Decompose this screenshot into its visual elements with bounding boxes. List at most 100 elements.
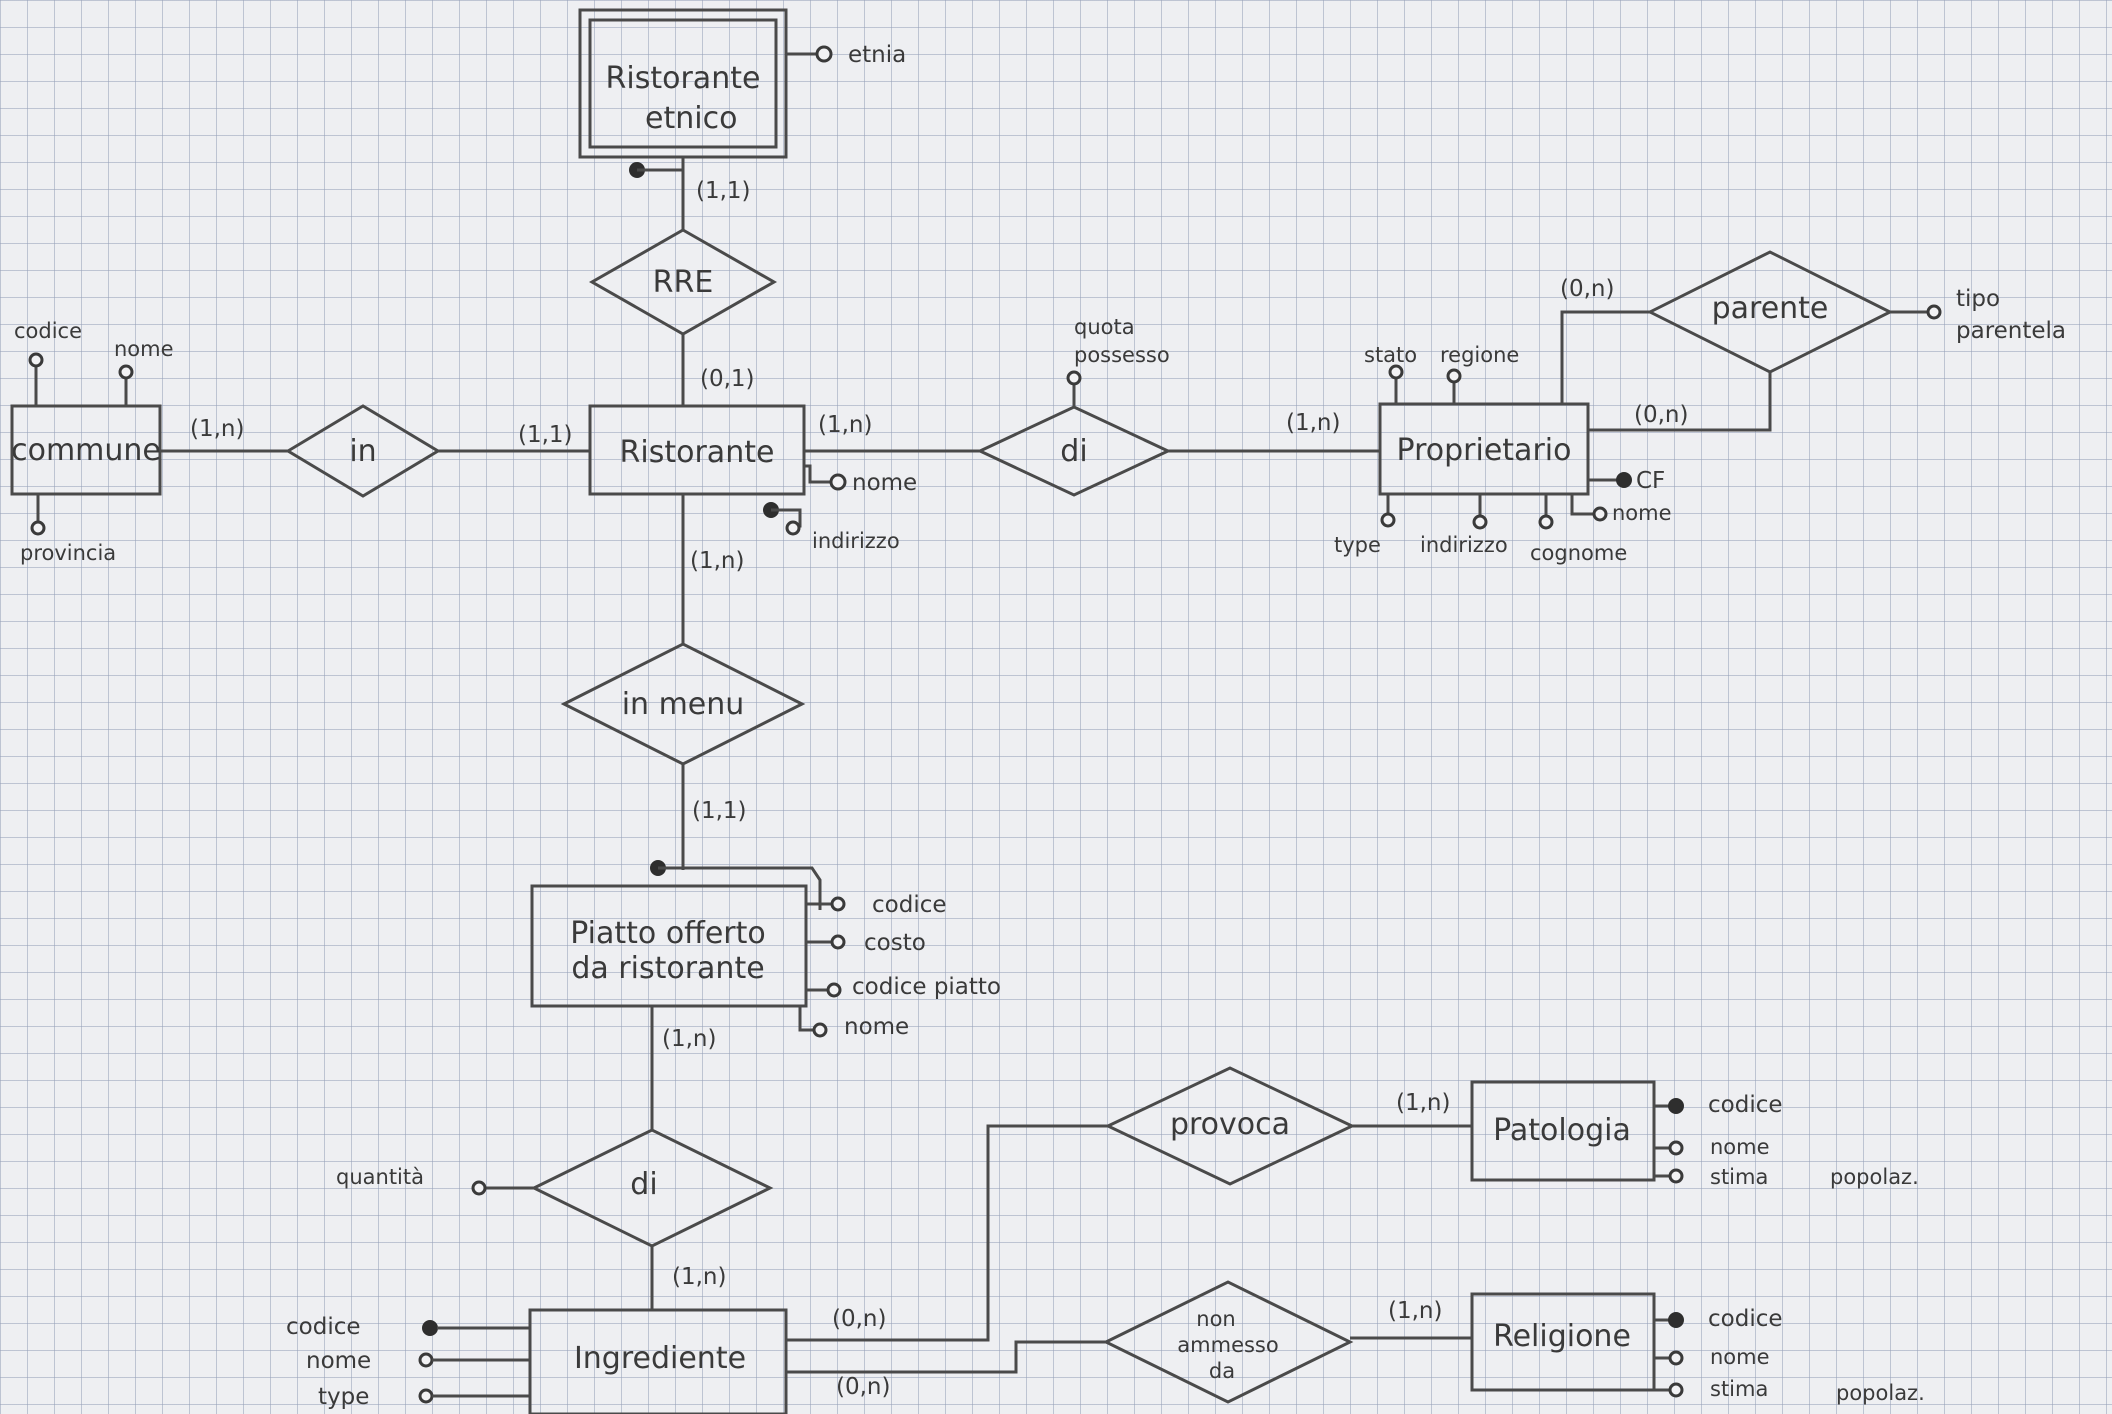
card-parente-right: (0,n) <box>1634 402 1688 428</box>
card-religione-non-ammesso: (1,n) <box>1388 1298 1442 1324</box>
svg-text:Piatto offerto: Piatto offerto <box>570 916 766 951</box>
attribute-ingr-codice: codice <box>286 1314 530 1340</box>
svg-text:Ristorante: Ristorante <box>606 61 761 96</box>
svg-text:nome: nome <box>844 1014 909 1040</box>
attribute-comune-codice: codice <box>14 319 82 406</box>
svg-text:provoca: provoca <box>1170 1107 1290 1142</box>
card-ristorante-in: (1,1) <box>518 422 573 448</box>
svg-text:type: type <box>1334 533 1381 557</box>
svg-text:nome: nome <box>114 337 174 361</box>
attribute-piatto-costo: costo <box>806 930 926 956</box>
svg-text:codice: codice <box>14 319 82 343</box>
attribute-rel-codice: codice <box>1654 1306 1783 1332</box>
svg-text:cognome: cognome <box>1530 541 1627 565</box>
svg-text:di: di <box>630 1167 657 1202</box>
entity-comune[interactable]: commune <box>10 404 162 496</box>
card-ingrediente-non-ammesso: (0,n) <box>836 1374 890 1400</box>
svg-text:RRE: RRE <box>653 265 714 300</box>
attribute-etnia: etnia <box>786 42 906 68</box>
entity-religione[interactable]: Religione <box>1470 1292 1656 1392</box>
svg-text:nome: nome <box>852 470 917 496</box>
attribute-ingr-type: type <box>318 1384 530 1410</box>
svg-text:nome: nome <box>306 1348 371 1374</box>
entity-ingrediente[interactable]: Ingrediente <box>528 1308 788 1414</box>
card-parente-top: (0,n) <box>1560 276 1614 302</box>
entity-proprietario[interactable]: Proprietario <box>1378 402 1590 496</box>
svg-text:stima: stima <box>1710 1165 1768 1189</box>
attribute-piatto-codice-piatto: codice piatto <box>806 974 1001 1000</box>
card-etnico-rre: (1,1) <box>696 178 751 204</box>
attribute-piatto-codice: codice <box>806 892 947 918</box>
svg-text:codice: codice <box>1708 1092 1783 1118</box>
relationship-in[interactable]: in <box>285 404 441 498</box>
entity-piatto[interactable]: Piatto offerto da ristorante <box>530 884 808 1008</box>
svg-text:Ingrediente: Ingrediente <box>574 1341 746 1376</box>
svg-text:nome: nome <box>1710 1135 1770 1159</box>
card-ingrediente-di: (1,n) <box>672 1264 726 1290</box>
card-ristorante-rre: (0,1) <box>700 366 755 392</box>
svg-text:Religione: Religione <box>1493 1319 1631 1354</box>
identifier-piatto <box>650 860 822 910</box>
svg-text:codice: codice <box>286 1314 361 1340</box>
relationship-rre[interactable]: RRE <box>588 228 778 336</box>
attribute-comune-nome: nome <box>114 337 174 406</box>
entity-ristorante[interactable]: Ristorante <box>588 404 806 496</box>
attribute-pat-stima: stima popolaz. <box>1654 1165 1919 1189</box>
card-ristorante-menu: (1,n) <box>690 548 744 574</box>
svg-text:regione: regione <box>1440 343 1519 367</box>
attribute-prop-cognome: cognome <box>1530 494 1627 565</box>
relationship-di-ingrediente[interactable]: di <box>530 1128 774 1248</box>
svg-text:etnia: etnia <box>848 42 906 68</box>
card-patologia-provoca: (1,n) <box>1396 1090 1450 1116</box>
attribute-prop-cf: CF <box>1588 468 1665 494</box>
svg-text:Patologia: Patologia <box>1493 1113 1631 1148</box>
svg-text:nome: nome <box>1612 501 1672 525</box>
svg-text:indirizzo: indirizzo <box>1420 533 1508 557</box>
relationship-parente[interactable]: parente <box>1646 250 1894 374</box>
entity-ristorante-etnico[interactable]: Ristorante etnico <box>578 8 788 159</box>
svg-text:in menu: in menu <box>622 687 745 722</box>
card-ristorante-di: (1,n) <box>818 412 872 438</box>
card-piatto-di: (1,n) <box>662 1026 716 1052</box>
svg-text:nome: nome <box>1710 1345 1770 1369</box>
attribute-prop-type: type <box>1334 494 1396 557</box>
attribute-prop-nome: nome <box>1570 494 1672 525</box>
attribute-piatto-nome: nome <box>798 1006 909 1040</box>
link-ingrediente-non-ammesso <box>786 1340 1106 1374</box>
svg-text:quota: quota <box>1074 315 1135 339</box>
identifier-etnico <box>629 162 683 178</box>
svg-text:di: di <box>1060 434 1087 469</box>
svg-text:quantità: quantità <box>336 1165 424 1189</box>
relationship-provoca[interactable]: provoca <box>1104 1066 1356 1186</box>
attribute-ingr-nome: nome <box>306 1348 530 1374</box>
attribute-prop-stato: stato <box>1364 343 1417 404</box>
svg-text:da: da <box>1209 1359 1235 1383</box>
attribute-comune-provincia: provincia <box>20 494 116 565</box>
svg-text:da ristorante: da ristorante <box>571 951 764 986</box>
svg-text:in: in <box>349 434 376 469</box>
attribute-rel-nome: nome <box>1654 1345 1770 1369</box>
link-proprietario-parente-top <box>1560 310 1650 404</box>
relationship-di-possesso[interactable]: di <box>976 405 1172 497</box>
card-ingrediente-provoca: (0,n) <box>832 1306 886 1332</box>
relationship-in-menu[interactable]: in menu <box>560 642 806 766</box>
svg-text:possesso: possesso <box>1074 343 1170 367</box>
svg-text:CF: CF <box>1636 468 1665 494</box>
attribute-ristorante-nome: nome <box>804 464 917 496</box>
svg-text:indirizzo: indirizzo <box>812 529 900 553</box>
relationship-non-ammesso[interactable]: non ammesso da <box>1102 1280 1354 1404</box>
svg-text:etnico: etnico <box>645 101 737 136</box>
svg-text:codice: codice <box>872 892 947 918</box>
svg-text:codice piatto: codice piatto <box>852 974 1001 1000</box>
svg-text:stima: stima <box>1710 1377 1768 1401</box>
svg-text:commune: commune <box>11 433 161 468</box>
svg-text:parentela: parentela <box>1956 318 2066 344</box>
svg-text:non: non <box>1196 1307 1235 1331</box>
attribute-quantita: quantità <box>336 1165 534 1196</box>
svg-text:costo: costo <box>864 930 926 956</box>
attribute-pat-codice: codice <box>1654 1092 1783 1118</box>
svg-text:popolaz.: popolaz. <box>1836 1381 1925 1405</box>
entity-patologia[interactable]: Patologia <box>1470 1080 1656 1182</box>
card-piatto-menu: (1,1) <box>692 798 747 824</box>
svg-text:provincia: provincia <box>20 541 116 565</box>
